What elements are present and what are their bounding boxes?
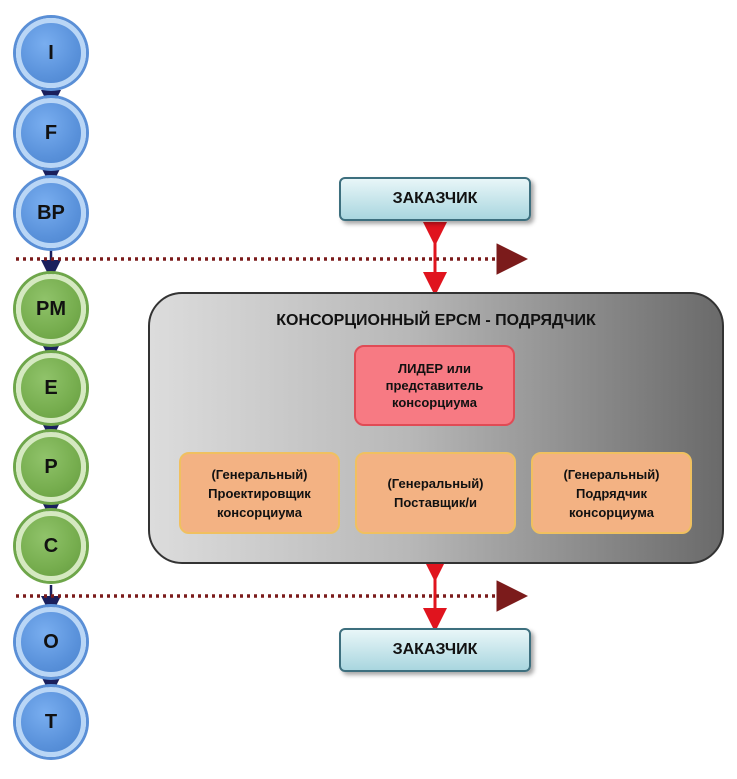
phase-p: P	[16, 432, 86, 502]
member-contractor-line-1: (Генеральный)	[563, 466, 660, 482]
member-supplier-line-2: Поставщик/и	[393, 495, 477, 510]
customer-bottom-box: ЗАКАЗЧИК	[339, 628, 531, 672]
phase-f: F	[16, 98, 86, 168]
member-designer-line-1: (Генеральный)	[211, 466, 308, 482]
member-contractor-line-2: Подрядчик	[575, 485, 647, 501]
phase-bp: BP	[16, 178, 86, 248]
phase-i: I	[16, 18, 86, 88]
phase-pm: PM	[16, 274, 86, 344]
member-designer-box: (Генеральный) Проектировщик консорциума	[179, 452, 340, 534]
leader-box: ЛИДЕР или представитель консорциума	[354, 345, 515, 426]
member-supplier-box: (Генеральный) Поставщик/и	[355, 452, 516, 534]
member-contractor-line-3: консорциума	[569, 504, 654, 520]
member-contractor-box: (Генеральный) Подрядчик консорциума	[531, 452, 692, 534]
member-supplier-line-1: (Генеральный)	[387, 476, 484, 491]
phase-c: C	[16, 511, 86, 581]
consortium-title: КОНСОРЦИОННЫЙ EPCM - ПОДРЯДЧИК	[276, 312, 596, 329]
leader-line-2: представитель	[385, 378, 484, 393]
member-designer-line-3: консорциума	[217, 504, 302, 520]
phase-e: E	[16, 353, 86, 423]
phase-o: O	[16, 607, 86, 677]
customer-top-box: ЗАКАЗЧИК	[339, 177, 531, 221]
member-designer-line-2: Проектировщик	[208, 485, 311, 501]
leader-line-1: ЛИДЕР или	[398, 361, 471, 376]
leader-line-3: консорциума	[392, 395, 477, 410]
phase-t: T	[16, 687, 86, 757]
